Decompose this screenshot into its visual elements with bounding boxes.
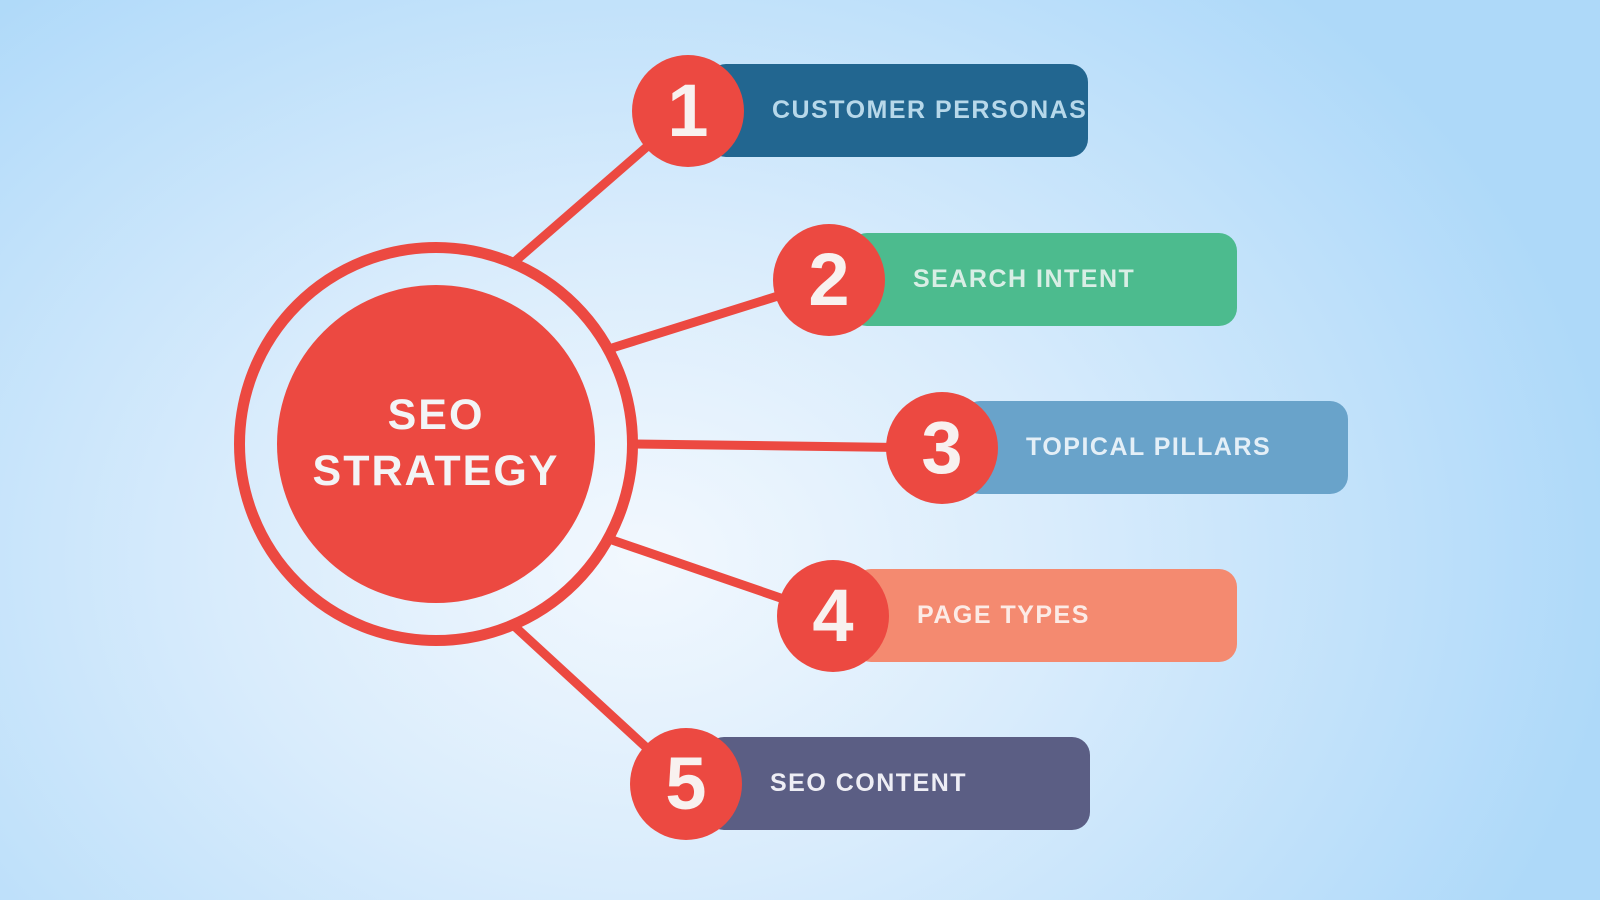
center-title-line2: STRATEGY [312, 447, 560, 495]
item-2-label: SEARCH INTENT [913, 265, 1136, 293]
item-3-label: TOPICAL PILLARS [1026, 433, 1272, 461]
item-2-number: 2 [808, 238, 850, 321]
item-5-label: SEO CONTENT [770, 769, 968, 797]
item-3-number: 3 [921, 406, 963, 489]
item-5-number: 5 [665, 742, 707, 825]
center-title-line1: SEO [387, 391, 485, 440]
item-4-number: 4 [812, 574, 854, 657]
item-2-number-badge: 2 [773, 224, 885, 336]
strategy-item-2: SEARCH INTENT 2 [773, 224, 1237, 336]
item-4-label-bar: PAGE TYPES [853, 569, 1237, 662]
item-4-label: PAGE TYPES [917, 601, 1090, 629]
strategy-item-5: SEO CONTENT 5 [630, 728, 1090, 840]
strategy-item-3: TOPICAL PILLARS 3 [886, 392, 1348, 504]
item-1-number: 1 [667, 69, 709, 152]
strategy-item-4: PAGE TYPES 4 [777, 560, 1237, 672]
item-2-label-bar: SEARCH INTENT [849, 233, 1237, 326]
item-3-number-badge: 3 [886, 392, 998, 504]
item-1-label-bar: CUSTOMER PERSONAS [708, 64, 1088, 157]
center-circle: SEO STRATEGY [277, 285, 595, 603]
item-5-number-badge: 5 [630, 728, 742, 840]
item-1-label: CUSTOMER PERSONAS [772, 96, 1088, 124]
item-4-number-badge: 4 [777, 560, 889, 672]
item-1-number-badge: 1 [632, 55, 744, 167]
center-title: SEO STRATEGY [313, 388, 560, 500]
item-3-label-bar: TOPICAL PILLARS [962, 401, 1348, 494]
center-ring [234, 242, 638, 646]
item-5-label-bar: SEO CONTENT [706, 737, 1090, 830]
strategy-item-1: CUSTOMER PERSONAS 1 [632, 55, 1088, 167]
